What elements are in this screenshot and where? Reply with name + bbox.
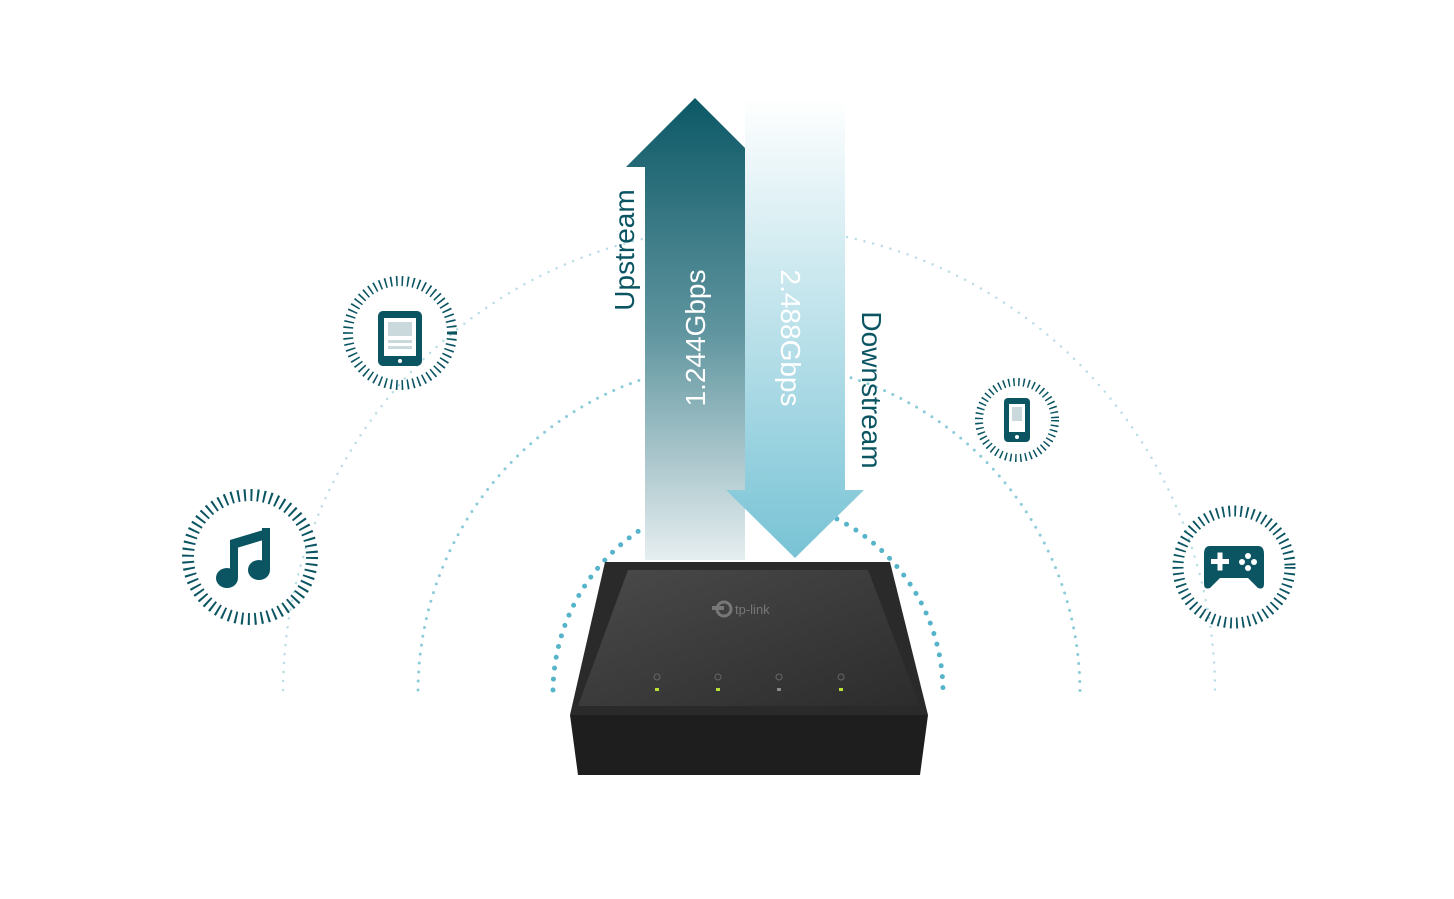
upstream-arrow — [626, 98, 764, 560]
svg-text:tp-link: tp-link — [735, 602, 770, 617]
tablet-icon — [343, 276, 457, 390]
smartphone-icon — [975, 378, 1059, 462]
led-pon — [714, 673, 722, 691]
led-lan — [837, 673, 845, 691]
gamepad-icon — [1172, 505, 1296, 629]
upstream-label: Upstream — [609, 189, 640, 310]
ont-device: tp-link — [570, 562, 928, 775]
tp-link-logo: tp-link — [712, 600, 770, 618]
music-icon — [182, 489, 318, 625]
middle-arc — [416, 360, 1082, 697]
upstream-speed: 1.244Gbps — [680, 270, 711, 407]
downstream-label: Downstream — [856, 311, 887, 468]
led-los — [775, 673, 783, 691]
downstream-arrow — [726, 98, 864, 558]
led-power — [653, 673, 661, 691]
downstream-speed: 2.488Gbps — [775, 270, 806, 407]
